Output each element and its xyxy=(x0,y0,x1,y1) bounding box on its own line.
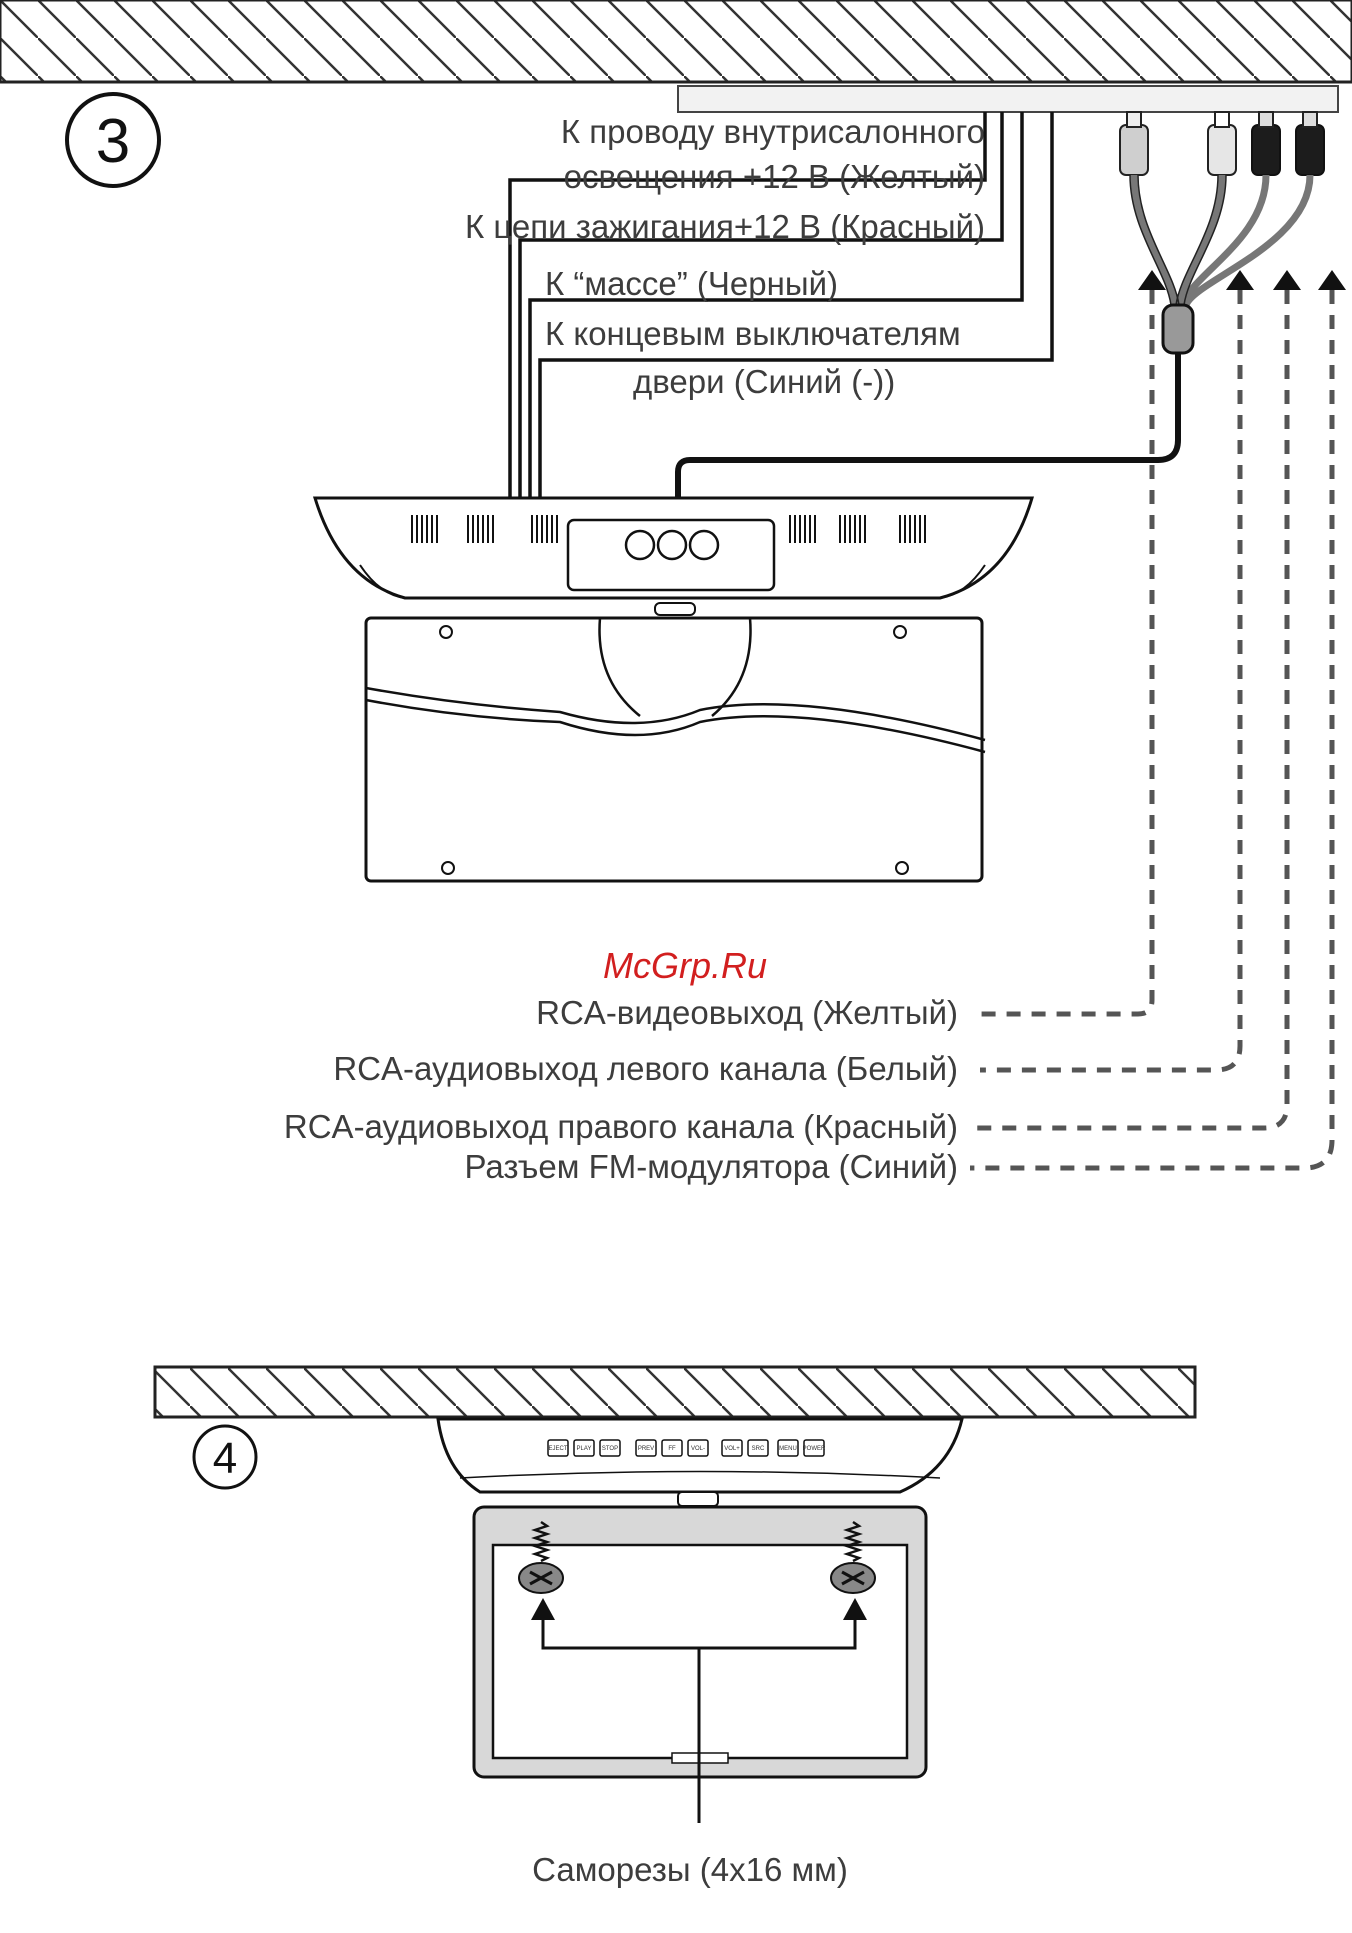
arrow-up-icon xyxy=(1318,270,1346,290)
cable-fan xyxy=(1130,174,1314,307)
label-ignition: К цепи зажигания+12 В (Красный) xyxy=(465,208,985,245)
arrow-up-icon xyxy=(1138,270,1166,290)
ceiling-hatch-2 xyxy=(153,1365,1197,1419)
connector-blue xyxy=(1295,111,1325,176)
self-tapping-screw xyxy=(830,1520,876,1594)
cable-fan-outline xyxy=(1129,174,1227,306)
hinge xyxy=(654,602,696,616)
ceiling-hatch xyxy=(0,0,1352,84)
av-jack xyxy=(624,529,656,561)
svg-text:PREV: PREV xyxy=(638,1446,654,1452)
arrow-up-icon xyxy=(1226,270,1254,290)
connector-red xyxy=(1251,111,1281,176)
panel-button: PREV xyxy=(635,1439,657,1457)
label-ground: К “массе” (Черный) xyxy=(545,265,838,302)
av-jack xyxy=(688,529,720,561)
label-screws: Саморезы (4x16 мм) xyxy=(532,1851,848,1888)
figure-number: 3 xyxy=(96,107,130,176)
figure-4: 4 EJECT PLAY STOP PREV FF xyxy=(153,1365,1197,1888)
panel-button: PLAY xyxy=(573,1439,595,1457)
control-panel: EJECT PLAY STOP PREV FF VOL- xyxy=(547,1439,826,1457)
svg-text:EJECT: EJECT xyxy=(548,1446,567,1452)
monitor-unit xyxy=(312,496,1035,883)
screw-hole xyxy=(441,861,455,875)
rca-connectors xyxy=(1119,111,1325,176)
arrow-up-icon xyxy=(843,1598,867,1620)
svg-text:VOL+: VOL+ xyxy=(724,1446,740,1452)
panel-button: EJECT xyxy=(547,1439,569,1457)
panel-button: FF xyxy=(661,1439,683,1457)
panel-button: POWER xyxy=(803,1439,826,1457)
arrow-up-icon xyxy=(1273,270,1301,290)
figure-number-badge xyxy=(65,92,161,188)
screw-hole xyxy=(895,861,909,875)
label-interior-light: К проводу внутрисалонного xyxy=(561,113,985,150)
power-wires xyxy=(508,112,1054,510)
connector-white xyxy=(1207,111,1237,176)
watermark: McGrp.Ru xyxy=(603,945,767,986)
panel-button: MENU xyxy=(777,1439,799,1457)
cable-junction xyxy=(1161,303,1195,355)
vent-grilles xyxy=(411,515,926,543)
screw-hole xyxy=(439,625,453,639)
panel-button: VOL- xyxy=(687,1439,709,1457)
hinge-2 xyxy=(677,1491,719,1507)
mounting-strip xyxy=(677,85,1339,113)
main-av-cable xyxy=(675,353,1181,508)
output-arrows xyxy=(1138,270,1346,290)
self-tapping-screw xyxy=(518,1520,564,1594)
svg-text:FF: FF xyxy=(668,1446,676,1452)
panel-button: VOL+ xyxy=(721,1439,743,1457)
panel-button: SRC xyxy=(747,1439,769,1457)
svg-text:VOL-: VOL- xyxy=(691,1446,705,1452)
label-door-switch: К концевым выключателям xyxy=(545,315,961,352)
label-door-switch-2: двери (Синий (-)) xyxy=(633,363,895,400)
svg-text:STOP: STOP xyxy=(602,1446,618,1452)
panel-button: STOP xyxy=(599,1439,621,1457)
svg-text:PLAY: PLAY xyxy=(577,1446,592,1452)
screen-panel xyxy=(364,616,984,883)
label-video-out: RCA-видеовыход (Желтый) xyxy=(536,994,958,1031)
label-fm-modulator: Разъем FM-модулятора (Синий) xyxy=(464,1148,958,1185)
screw-hole xyxy=(893,625,907,639)
figure-number-2: 4 xyxy=(213,1434,237,1483)
arrow-up-icon xyxy=(531,1598,555,1620)
output-lines xyxy=(970,290,1335,1171)
svg-text:POWER: POWER xyxy=(803,1446,826,1452)
label-audio-right: RCA-аудиовыход правого канала (Красный) xyxy=(284,1108,958,1145)
connector-yellow xyxy=(1119,111,1149,176)
screw-leaders xyxy=(541,1620,857,1823)
figure-number-badge-2 xyxy=(192,1424,258,1490)
figure-3: 3 К проводу внутрисалонного освещения +1… xyxy=(0,0,1352,1185)
label-interior-light-2: освещения +12 В (Желтый) xyxy=(564,158,985,195)
svg-text:MENU: MENU xyxy=(779,1446,797,1452)
label-audio-left: RCA-аудиовыход левого канала (Белый) xyxy=(333,1050,958,1087)
svg-text:SRC: SRC xyxy=(752,1446,765,1452)
av-jack xyxy=(656,529,688,561)
